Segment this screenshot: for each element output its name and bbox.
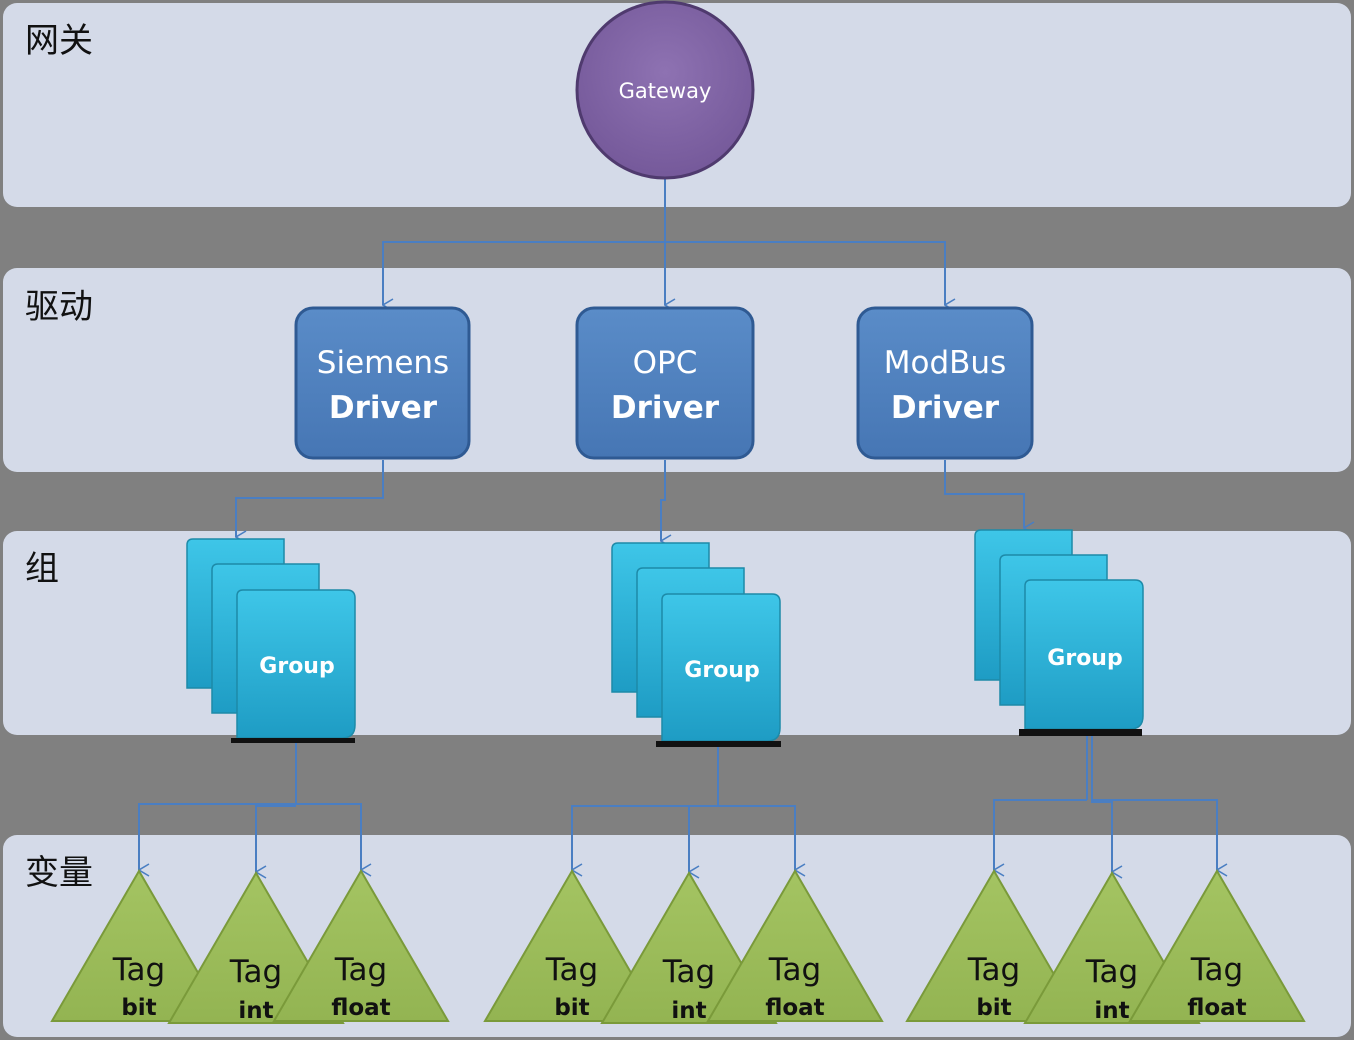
group-stack-siemens[interactable]: Group [186,538,356,743]
tag-type: bit [976,995,1011,1021]
group-card-shadow [1019,729,1142,736]
tag-type: int [238,998,273,1024]
tag-float[interactable]: Tag float [706,869,884,1022]
layer-label-gateway: 网关 [25,21,93,61]
tag-bit[interactable]: Tag bit [50,869,228,1022]
tag-type: int [1094,998,1129,1024]
layer-label-driver: 驱动 [25,287,93,327]
tag-type: int [671,998,706,1024]
connector-group3-float [1092,799,1217,870]
driver-suffix: Driver [891,390,1000,426]
tag-label: Tag [1085,954,1138,990]
group-stack-opc[interactable]: Group [611,542,781,747]
tag-label: Tag [768,952,821,988]
connector-group1-float [296,803,361,870]
tag-float[interactable]: Tag float [272,869,450,1022]
gateway-label: Gateway [619,79,712,103]
tag-label: Tag [229,954,282,990]
tag-triangle [272,869,450,1022]
connectors [138,178,1217,872]
connector-group3-bit [993,799,1087,870]
group-stack-modbus[interactable]: Group [974,529,1144,736]
tag-label: Tag [967,952,1020,988]
connector-group2-float [718,805,795,870]
connector-group1-bit [138,803,296,870]
tag-label: Tag [112,952,165,988]
driver-suffix: Driver [329,390,438,426]
driver-suffix: Driver [611,390,720,426]
tag-cluster-modbus: Tag bit Tag int Tag float [905,869,1306,1024]
gateway-circle [575,0,755,180]
tag-label: Tag [1190,952,1243,988]
group-card-front [1024,579,1144,730]
connector-group2-int [688,805,718,872]
connector-group3-int [1091,731,1112,872]
connector-opc-group [660,460,665,541]
tag-type: float [1187,995,1246,1021]
connector-gateway-modbus [665,241,945,305]
group-label: Group [684,658,759,683]
group-label: Group [1047,646,1122,671]
connector-siemens-group [235,460,384,537]
tag-bit[interactable]: Tag bit [905,869,1083,1022]
tag-triangle [483,869,661,1022]
connector-modbus-group [944,460,1024,528]
driver-modbus[interactable]: ModBus Driver [856,306,1034,460]
gateway-node[interactable]: Gateway [575,0,755,180]
tag-triangle [905,869,1083,1022]
tag-type: bit [121,995,156,1021]
layer-label-tag: 变量 [25,853,93,893]
tag-bit[interactable]: Tag bit [483,869,661,1022]
driver-name: Siemens [317,345,449,381]
driver-opc[interactable]: OPC Driver [575,306,755,460]
group-card-shadow [231,738,355,743]
connector-group1-int [255,805,296,872]
group-card-front [661,593,781,742]
tag-type: float [765,995,824,1021]
driver-box [575,306,755,460]
group-card-shadow [656,741,781,747]
tag-triangle [50,869,228,1022]
tag-triangle [706,869,884,1022]
tag-float[interactable]: Tag float [1128,869,1306,1022]
driver-box [294,306,471,460]
connector-group2-bit [571,805,718,870]
tag-type: float [331,995,390,1021]
connector-gateway-siemens [382,241,665,305]
layer-label-group: 组 [25,549,59,589]
driver-name: OPC [633,345,698,381]
tag-cluster-opc: Tag bit Tag int Tag float [483,869,884,1024]
tag-label: Tag [334,952,387,988]
group-label: Group [259,654,334,679]
layer-labels: 网关 驱动 组 变量 [25,21,93,893]
tag-type: bit [554,995,589,1021]
driver-name: ModBus [884,345,1006,381]
group-card-front [236,589,356,739]
tag-triangle [1128,869,1306,1022]
driver-box [856,306,1034,460]
tag-label: Tag [662,954,715,990]
tag-cluster-siemens: Tag bit Tag int Tag float [50,869,450,1024]
driver-siemens[interactable]: Siemens Driver [294,306,471,460]
tag-label: Tag [545,952,598,988]
